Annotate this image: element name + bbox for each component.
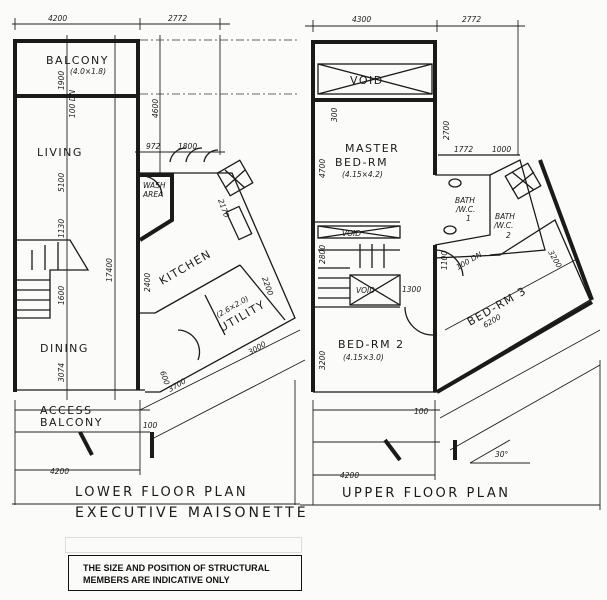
- svg-text:100 DN: 100 DN: [68, 90, 77, 118]
- svg-text:1300: 1300: [402, 285, 421, 294]
- room-label-void: VOID: [350, 74, 384, 87]
- room-label-bath-1: BATH: [455, 196, 475, 205]
- angle-label: 30°: [495, 450, 509, 459]
- svg-text:100 DN: 100 DN: [455, 250, 484, 272]
- note-line-1: THE SIZE AND POSITION OF STRUCTURAL: [83, 563, 270, 573]
- room-label-balcony: BALCONY: [46, 54, 109, 67]
- svg-text:3074: 3074: [57, 363, 66, 382]
- room-label-bed-rm-2: BED-RM 2: [338, 338, 405, 351]
- svg-text:4600: 4600: [151, 99, 160, 118]
- dim-label: 4200: [48, 14, 67, 23]
- dim-label: 2772: [168, 14, 187, 23]
- room-label-dining: DINING: [40, 342, 89, 355]
- room-label-bath-2: BATH: [495, 212, 515, 221]
- svg-text:1: 1: [466, 214, 471, 223]
- room-size-bed-rm-2: (4.15×3.0): [343, 353, 384, 362]
- svg-text:100: 100: [143, 421, 158, 430]
- svg-text:17400: 17400: [105, 258, 114, 282]
- svg-text:/W.C.: /W.C.: [455, 205, 475, 214]
- room-label-void: VOID: [356, 286, 375, 295]
- dim-label: 2772: [462, 15, 481, 24]
- room-size-master-bed: (4.15×4.2): [342, 170, 383, 179]
- room-label-master-bed: MASTER: [345, 142, 399, 155]
- svg-text:100: 100: [414, 407, 429, 416]
- room-label-wash: WASH: [143, 181, 166, 190]
- svg-text:5100: 5100: [57, 173, 66, 192]
- svg-text:2170: 2170: [216, 198, 231, 219]
- column: [78, 431, 94, 456]
- stairs: [15, 239, 90, 319]
- svg-text:2400: 2400: [143, 273, 152, 292]
- svg-text:1100: 1100: [440, 251, 449, 270]
- svg-text:BALCONY: BALCONY: [40, 416, 103, 429]
- balcony-wall: [13, 39, 140, 98]
- svg-text:4200: 4200: [340, 471, 359, 480]
- svg-text:3000: 3000: [247, 339, 268, 356]
- dim-label: 4300: [352, 15, 371, 24]
- stairs: [318, 244, 400, 299]
- svg-text:3200: 3200: [318, 351, 327, 370]
- room-size-balcony: (4.0×1.8): [70, 67, 106, 76]
- svg-text:1000: 1000: [492, 145, 511, 154]
- drawing-title: EXECUTIVE MAISONETTE: [75, 505, 309, 521]
- svg-text:1130: 1130: [57, 219, 66, 238]
- svg-text:AREA: AREA: [142, 190, 163, 199]
- svg-text:3200: 3200: [546, 249, 563, 270]
- svg-text:1772: 1772: [454, 145, 473, 154]
- note-line-2: MEMBERS ARE INDICATIVE ONLY: [83, 575, 230, 585]
- svg-text:1900: 1900: [57, 71, 66, 90]
- upper-floor-plan: VOID MASTER BED-RM (4.15×4.2) BATH /W.C.…: [300, 15, 601, 510]
- svg-text:2: 2: [506, 231, 511, 240]
- svg-text:1800: 1800: [178, 142, 197, 151]
- svg-text:2800: 2800: [318, 245, 327, 264]
- room-label-kitchen: KITCHEN: [157, 247, 214, 287]
- svg-text:/W.C.: /W.C.: [493, 221, 513, 230]
- svg-text:1600: 1600: [57, 286, 66, 305]
- void-wall: [311, 40, 437, 102]
- svg-text:2200: 2200: [260, 276, 275, 297]
- faded-box: [65, 537, 302, 553]
- svg-text:300: 300: [330, 107, 339, 122]
- room-label-access-balcony: ACCESS: [40, 404, 93, 417]
- svg-text:2700: 2700: [442, 121, 451, 140]
- svg-text:4700: 4700: [318, 159, 327, 178]
- structural-note: THE SIZE AND POSITION OF STRUCTURAL MEMB…: [68, 555, 302, 591]
- lower-floor-plan-title: LOWER FLOOR PLAN: [75, 485, 248, 500]
- svg-text:972: 972: [146, 142, 161, 151]
- svg-text:BED-RM: BED-RM: [335, 156, 388, 169]
- upper-floor-plan-title: UPPER FLOOR PLAN: [342, 486, 510, 501]
- room-label-void: VOID: [342, 229, 361, 238]
- room-label-living: LIVING: [37, 146, 83, 159]
- svg-text:4200: 4200: [50, 467, 69, 476]
- lower-floor-plan: BALCONY (4.0×1.8) LIVING WASH AREA KITCH…: [12, 14, 306, 505]
